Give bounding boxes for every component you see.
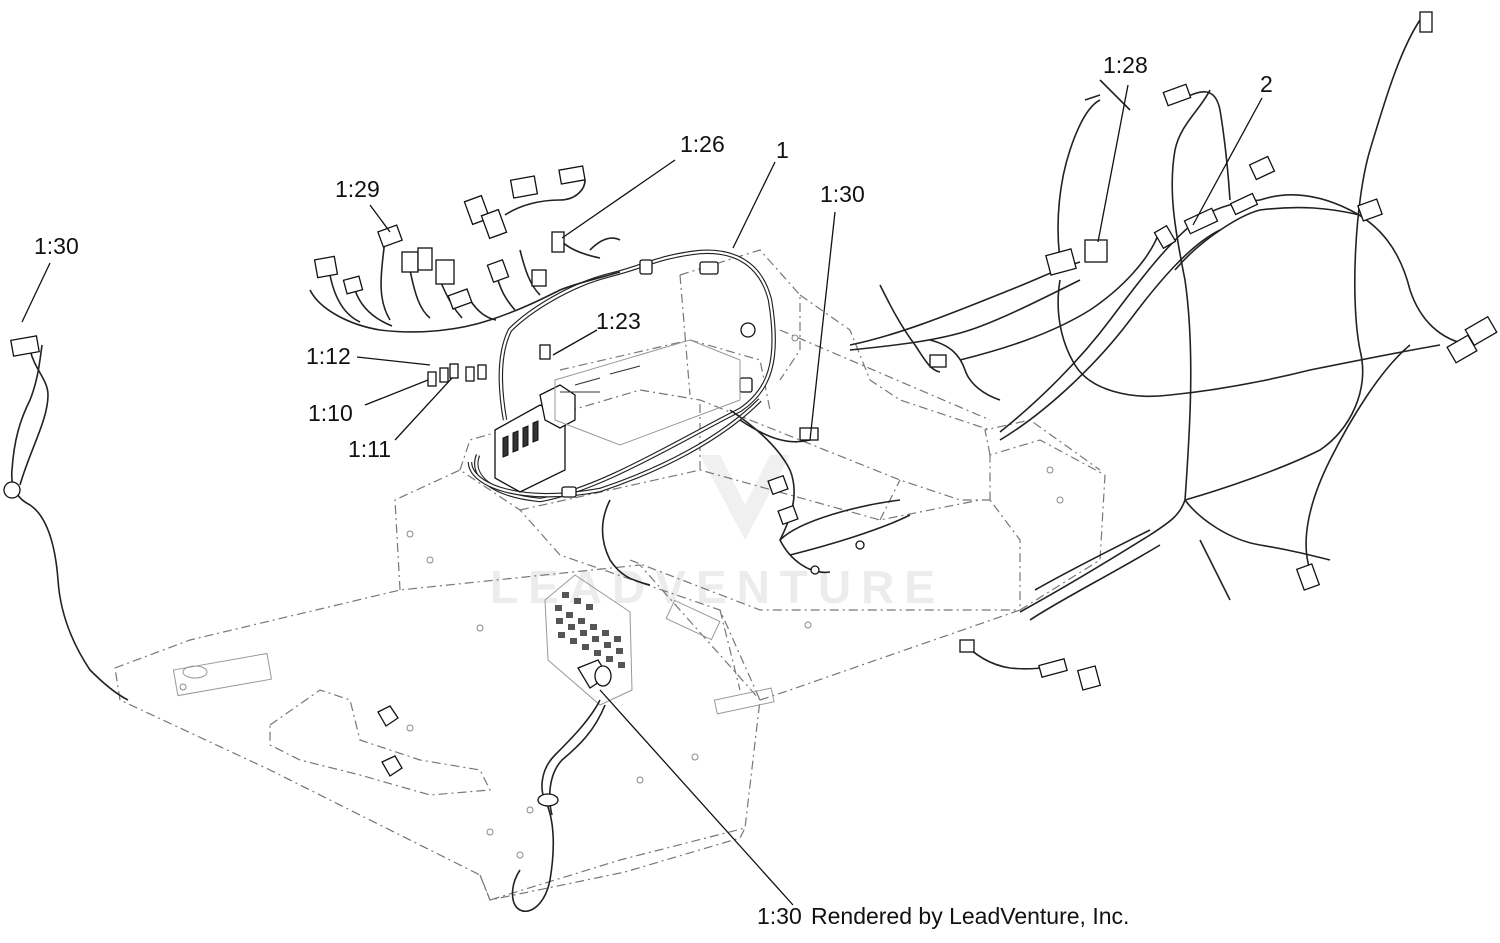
watermark: LEADVENTURE [490, 455, 945, 613]
bottom-harness [377, 699, 606, 912]
leader-lines [21, 84, 1263, 906]
main-harness [467, 249, 776, 503]
fuse-block [494, 339, 741, 493]
callout-1-29: 1:29 [335, 176, 380, 202]
callout-1-30-mid: 1:30 [820, 181, 865, 207]
callout-1-10: 1:10 [308, 400, 353, 426]
watermark-text: LEADVENTURE [490, 561, 945, 613]
callout-labels: 1:30 1:29 1:26 1 1:30 1:28 2 1:23 1:12 1… [34, 52, 1273, 929]
callout-1-30-left: 1:30 [34, 233, 79, 259]
callout-1-28: 1:28 [1103, 52, 1148, 78]
render-credit: Rendered by LeadVenture, Inc. [811, 903, 1129, 929]
upper-left-connectors [309, 165, 621, 333]
callout-1-11: 1:11 [348, 436, 391, 462]
callout-1: 1 [776, 137, 789, 163]
callout-1-23: 1:23 [596, 308, 641, 334]
center-harness [601, 409, 911, 586]
callout-1-30-bottom: 1:30 [757, 903, 802, 929]
terminals [427, 363, 487, 387]
left-harness [3, 335, 129, 701]
callout-1-12: 1:12 [306, 343, 351, 369]
chassis-frame [114, 249, 1106, 901]
callout-2: 2 [1260, 71, 1273, 97]
control-panel [544, 574, 633, 706]
right-harness [849, 11, 1498, 691]
callout-1-26: 1:26 [680, 131, 725, 157]
